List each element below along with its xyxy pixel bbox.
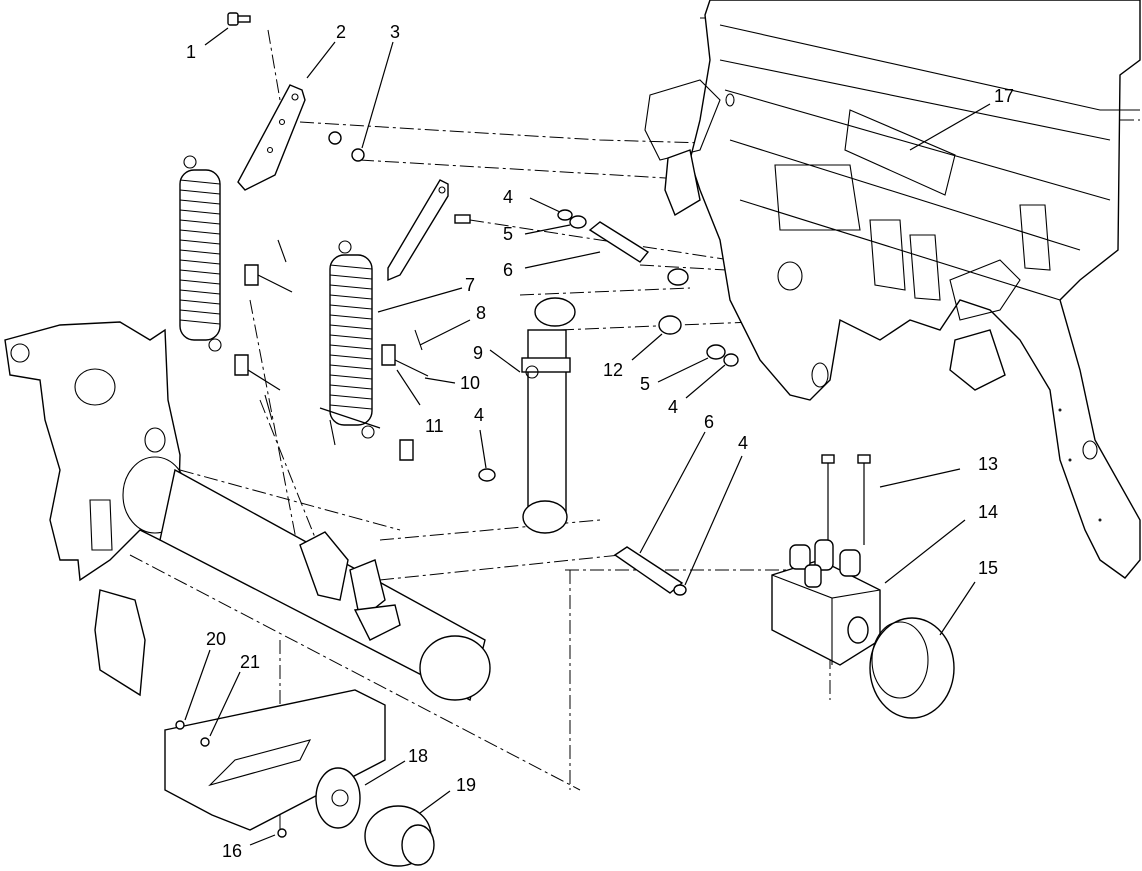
callout-labels: 1 2 3 4 5 6 7 8 9 10 11 4 12 5 4 6 4 13 …: [186, 22, 1014, 861]
callout-12: 12: [603, 360, 623, 380]
lift-arm-2: [237, 84, 449, 282]
callout-13: 13: [978, 454, 998, 474]
callout-21: 21: [240, 652, 260, 672]
callout-15: 15: [978, 558, 998, 578]
callout-4: 4: [474, 405, 484, 425]
callout-8: 8: [476, 303, 486, 323]
left-side-plate: [4, 321, 188, 697]
callout-17: 17: [994, 86, 1014, 106]
callout-6: 6: [704, 412, 714, 432]
callout-14: 14: [978, 502, 998, 522]
callout-11: 11: [425, 416, 444, 436]
callout-3: 3: [390, 22, 400, 42]
filter-bracket-assembly: [164, 689, 435, 867]
callout-10: 10: [460, 373, 480, 393]
callout-7: 7: [465, 275, 475, 295]
lift-shaft-tube: [159, 468, 491, 702]
pins-and-washers: [478, 209, 739, 596]
callout-1: 1: [186, 42, 196, 62]
callout-16: 16: [222, 841, 242, 861]
callout-4: 4: [738, 433, 748, 453]
callout-5: 5: [503, 224, 513, 244]
bolt-and-nuts: [227, 12, 471, 224]
callout-5: 5: [640, 374, 650, 394]
callout-6: 6: [503, 260, 513, 280]
clevis-pins: [234, 239, 429, 461]
callout-18: 18: [408, 746, 428, 766]
hydraulic-cylinder: [521, 297, 576, 534]
callout-leaders: [184, 27, 991, 846]
callout-9: 9: [473, 343, 483, 363]
callout-4: 4: [668, 397, 678, 417]
callout-20: 20: [206, 629, 226, 649]
extension-springs: [179, 155, 375, 439]
manifold-assembly: [771, 454, 955, 719]
main-frame: [644, 0, 1141, 579]
callout-2: 2: [336, 22, 346, 42]
callout-4: 4: [503, 187, 513, 207]
callout-19: 19: [456, 775, 476, 795]
